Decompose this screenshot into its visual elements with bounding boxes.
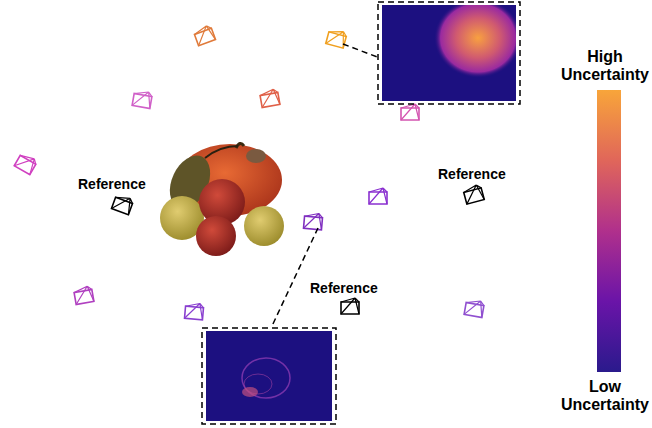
camera-frustum — [369, 188, 387, 204]
camera-frustum — [259, 89, 280, 108]
uncertainty-map — [202, 328, 336, 424]
camera-frustum — [193, 25, 215, 46]
reference-label: Reference — [438, 166, 528, 182]
colorbar-label: Low Uncertainty — [560, 378, 650, 415]
leader-line — [272, 228, 318, 326]
reference-label: Reference — [310, 280, 400, 296]
camera-frustum — [185, 302, 204, 320]
camera-frustum — [14, 152, 38, 175]
camera-frustum — [463, 184, 485, 204]
colorbar-label: High Uncertainty — [560, 48, 650, 85]
reference-label: Reference — [78, 176, 168, 192]
camera-frustum — [341, 298, 359, 314]
uncertainty-map — [378, 0, 522, 104]
camera-frustum — [464, 299, 485, 318]
camera-frustum — [111, 194, 133, 215]
fruit-illustration — [160, 143, 284, 256]
colorbar — [597, 90, 621, 372]
camera-frustum — [73, 286, 94, 305]
camera-frustum — [401, 104, 419, 120]
leader-line — [343, 44, 380, 58]
camera-frustum — [132, 90, 153, 109]
camera-frustum — [304, 212, 323, 230]
